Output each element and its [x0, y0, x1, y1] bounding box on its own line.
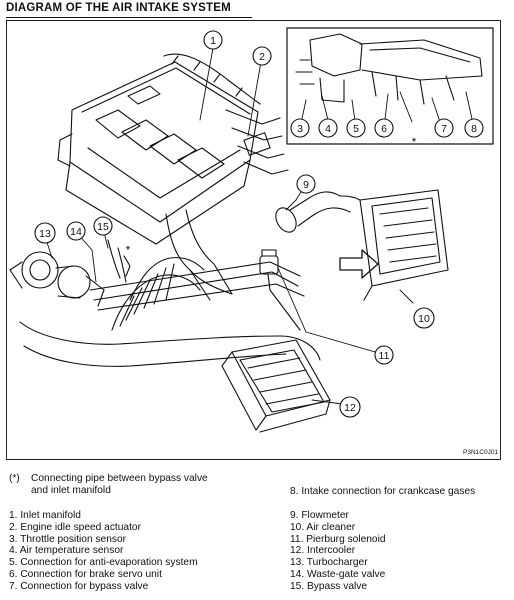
turbocharger: [9, 251, 105, 307]
callout-2: 2: [259, 51, 265, 63]
intake-runners: [225, 109, 289, 175]
legend-item: 10. Air cleaner: [290, 521, 356, 533]
legend-item: 9. Flowmeter: [290, 510, 349, 521]
legend-left-list: 1. Inlet manifold 2. Engine idle speed a…: [9, 510, 198, 593]
diagram-frame: [6, 20, 501, 460]
pierburg-solenoid: [259, 249, 301, 331]
callout-5: 5: [353, 123, 359, 135]
corrugated-hose: [111, 257, 205, 331]
footnote-marker: (*): [9, 473, 20, 484]
callout-8: 8: [471, 123, 477, 135]
callout-10: 10: [418, 313, 430, 325]
callout-numbers: 1 2 3 4 5 6 7 8 9 10 11 12 13 14 15 * *: [39, 35, 477, 414]
callout-12: 12: [344, 402, 356, 414]
callout-11: 11: [379, 350, 390, 362]
title-underline: [6, 17, 252, 18]
figure-code: P3N1C0J01: [463, 449, 499, 456]
legend-item: 14. Waste-gate valve: [290, 568, 386, 580]
engine-pipe: [165, 209, 233, 301]
star-marker: *: [126, 243, 131, 257]
callout-6: 6: [381, 123, 387, 135]
diagram-title: DIAGRAM OF THE AIR INTAKE SYSTEM: [6, 2, 231, 14]
callout-13: 13: [39, 228, 51, 240]
legend-right-list: 9. Flowmeter 10. Air cleaner 11. Pierbur…: [290, 510, 386, 593]
legend-item: 7. Connection for bypass valve: [9, 580, 149, 592]
legend-item: 11. Pierburg solenoid: [290, 533, 386, 545]
legend-item: 2. Engine idle speed actuator: [9, 521, 141, 533]
legend-item: 1. Inlet manifold: [9, 510, 81, 521]
air-cleaner: [275, 189, 449, 301]
cam-cover: [57, 53, 261, 245]
callout-7: 7: [441, 123, 447, 135]
legend-item: 15. Bypass valve: [290, 580, 368, 592]
callout-1: 1: [210, 35, 216, 47]
legend-item: 12. Intercooler: [290, 545, 356, 557]
footnote-line-1: Connecting pipe between bypass valve: [31, 473, 208, 484]
callout-3: 3: [297, 123, 303, 135]
bypass-hoses: [107, 239, 131, 283]
legend-item: 4. Air temperature sensor: [9, 545, 124, 557]
legend-item: 3. Throttle position sensor: [9, 533, 127, 545]
inset-star-marker: *: [412, 135, 417, 149]
legend-item: 6. Connection for brake servo unit: [9, 568, 162, 580]
legend-item-8: 8. Intake connection for crankcase gases: [290, 486, 476, 497]
callout-circles: [34, 30, 484, 418]
callout-4: 4: [325, 123, 331, 135]
intercooler-pipes: [19, 261, 321, 367]
intercooler: [221, 339, 331, 433]
inset-panel: [286, 27, 494, 145]
footnote: (*)Connecting pipe between bypass valve …: [9, 473, 269, 497]
callout-14: 14: [70, 226, 82, 238]
inset-manifold: [295, 33, 483, 105]
callout-9: 9: [303, 179, 309, 191]
callout-15: 15: [97, 221, 109, 233]
legend-item: 13. Turbocharger: [290, 557, 368, 569]
footnote-line-2: and inlet manifold: [31, 484, 111, 496]
legend-item: 5. Connection for anti-evaporation syste…: [9, 557, 198, 569]
